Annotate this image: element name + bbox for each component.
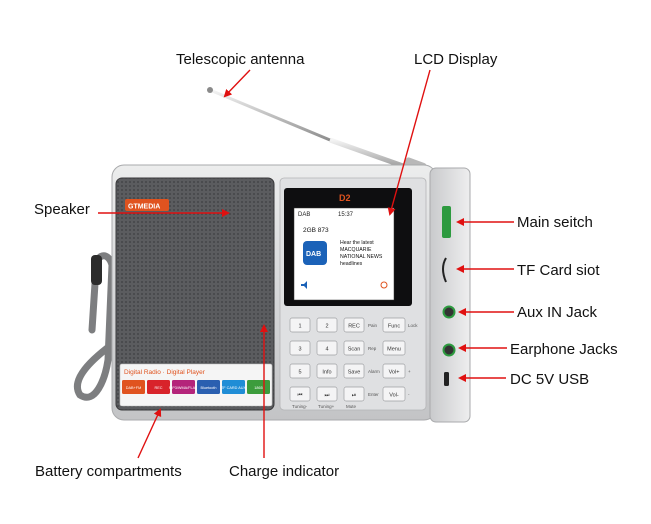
label-lcd-display: LCD Display (414, 51, 498, 68)
arrow-battery (137, 408, 162, 459)
keypad-key: Save (343, 363, 365, 379)
keypad-key: Func (382, 317, 406, 333)
label-speaker: Speaker (34, 201, 90, 218)
screen-station: 2GB 873 (303, 227, 329, 234)
keypad-key: Info (316, 363, 338, 379)
feature-badge-strip: Digital Radio · Digital Player DAB+FM REC… (119, 363, 273, 407)
news-line-3: NATIONAL NEWS (340, 254, 383, 260)
label-tf-card: TF Card siot (517, 262, 600, 279)
main-switch (442, 206, 451, 238)
keypad-key-label: 4 (325, 347, 328, 353)
news-line-4: headlines (340, 261, 363, 267)
screen-time: 15:37 (338, 212, 354, 218)
side-ports (442, 206, 456, 386)
speaker-grille (115, 177, 275, 411)
label-main-switch: Main seitch (517, 214, 593, 231)
feature-badge: Bluetooth (197, 380, 220, 394)
wrist-strap (74, 252, 122, 401)
keypad-key: 2 (316, 317, 338, 333)
keypad-side-label: Alarm (368, 369, 380, 374)
feature-badge: MP3/WMA/FLAC (169, 380, 198, 394)
aux-in-jack (442, 305, 456, 319)
keypad-key-label: Vol+ (389, 370, 400, 376)
keypad-key: Vol- (382, 386, 406, 402)
strap-clip (91, 255, 102, 285)
feature-badge-label: Bluetooth (200, 386, 216, 390)
keypad-key: 4 (316, 340, 338, 356)
model-text: D2 (339, 193, 351, 203)
label-charge: Charge indicator (229, 463, 340, 480)
earphone-jack (442, 343, 456, 357)
keypad-key-label: Scan (348, 347, 361, 353)
alarm-icon (380, 281, 388, 289)
keypad-key: ⏭ (316, 386, 338, 402)
keypad-key: 5 (289, 363, 311, 379)
feature-badge: DAB+FM (122, 380, 145, 394)
arrow-antenna (223, 69, 251, 98)
keypad-key-label: ⏮ (298, 393, 303, 399)
keypad-key-label: 3 (298, 347, 301, 353)
keypad-key-label: Info (322, 370, 331, 376)
label-battery: Battery compartments (35, 463, 182, 480)
keypad-key: ⏯ (343, 386, 365, 402)
badge-title: Digital Radio · Digital Player (124, 369, 206, 376)
keypad-key-label: Vol- (389, 393, 399, 399)
volume-icon (301, 281, 307, 289)
dab-logo-box (303, 241, 327, 265)
keypad-key-label: 2 (325, 324, 328, 330)
feature-badge: TF CARD AUX (221, 380, 247, 394)
keypad-key: Scan (343, 340, 365, 356)
keypad-right-label: Lock (408, 323, 418, 328)
keypad-bottom-label: Tuning+ (318, 404, 335, 409)
dab-logo-text: DAB (306, 251, 321, 258)
arrow-lcd (387, 69, 431, 216)
keypad-key-label: ⏯ (352, 393, 356, 399)
keypad-right-label: - (408, 392, 410, 397)
keypad-key-label: Func (388, 324, 400, 330)
keypad-key: ⏮ (289, 386, 311, 402)
label-dc-usb: DC 5V USB (510, 371, 590, 388)
keypad-key: 1 (289, 317, 311, 333)
keypad-key-label: 5 (298, 370, 301, 376)
keypad-key-label: Save (348, 370, 361, 376)
keypad-key-label: REC (348, 324, 360, 330)
label-earphone: Earphone Jacks (510, 341, 618, 358)
keypad-key: REC (343, 317, 365, 333)
usb-port (444, 372, 449, 386)
label-aux-in: Aux IN Jack (517, 304, 598, 321)
keypad-side-label: Enter (368, 392, 379, 397)
label-telescopic-antenna: Telescopic antenna (176, 51, 305, 68)
keypad-key-label: Menu (387, 347, 401, 353)
feature-badge-label: MP3/WMA/FLAC (169, 386, 198, 390)
keypad-side-label: Pain (368, 323, 378, 328)
keypad-key: Vol+ (382, 363, 406, 379)
tf-card-slot (442, 257, 447, 283)
keypad-key-label: ⏭ (325, 393, 330, 399)
keypad-right-label: + (408, 369, 411, 374)
screen-mode: DAB (298, 212, 310, 218)
news-line-1: Hear the latest (340, 240, 374, 246)
feature-badge-label: TF CARD AUX (221, 386, 247, 390)
keypad-bottom-label: Mute (346, 404, 357, 409)
callout-arrows (98, 69, 514, 459)
feature-badge-label: 1865 (254, 386, 262, 390)
telescopic-antenna (207, 87, 427, 175)
news-line-2: MACQUARIE (340, 247, 372, 253)
brand-text: GTMEDIA (128, 204, 160, 211)
feature-badge: 1865 (247, 380, 270, 394)
keypad-key: 3 (289, 340, 311, 356)
brand-badge (125, 199, 169, 211)
feature-badge: REC (147, 380, 170, 394)
keypad-key-label: 1 (298, 324, 301, 330)
keypad-bottom-label: Tuning- (292, 404, 308, 409)
lcd-display: D2 DAB 15:37 2GB 873 DAB Hear the latest… (284, 188, 412, 306)
keypad-side-label: Rep (368, 346, 377, 351)
feature-badge-label: DAB+FM (126, 386, 142, 390)
feature-badge-label: REC (154, 386, 162, 390)
keypad-key: Menu (382, 340, 406, 356)
